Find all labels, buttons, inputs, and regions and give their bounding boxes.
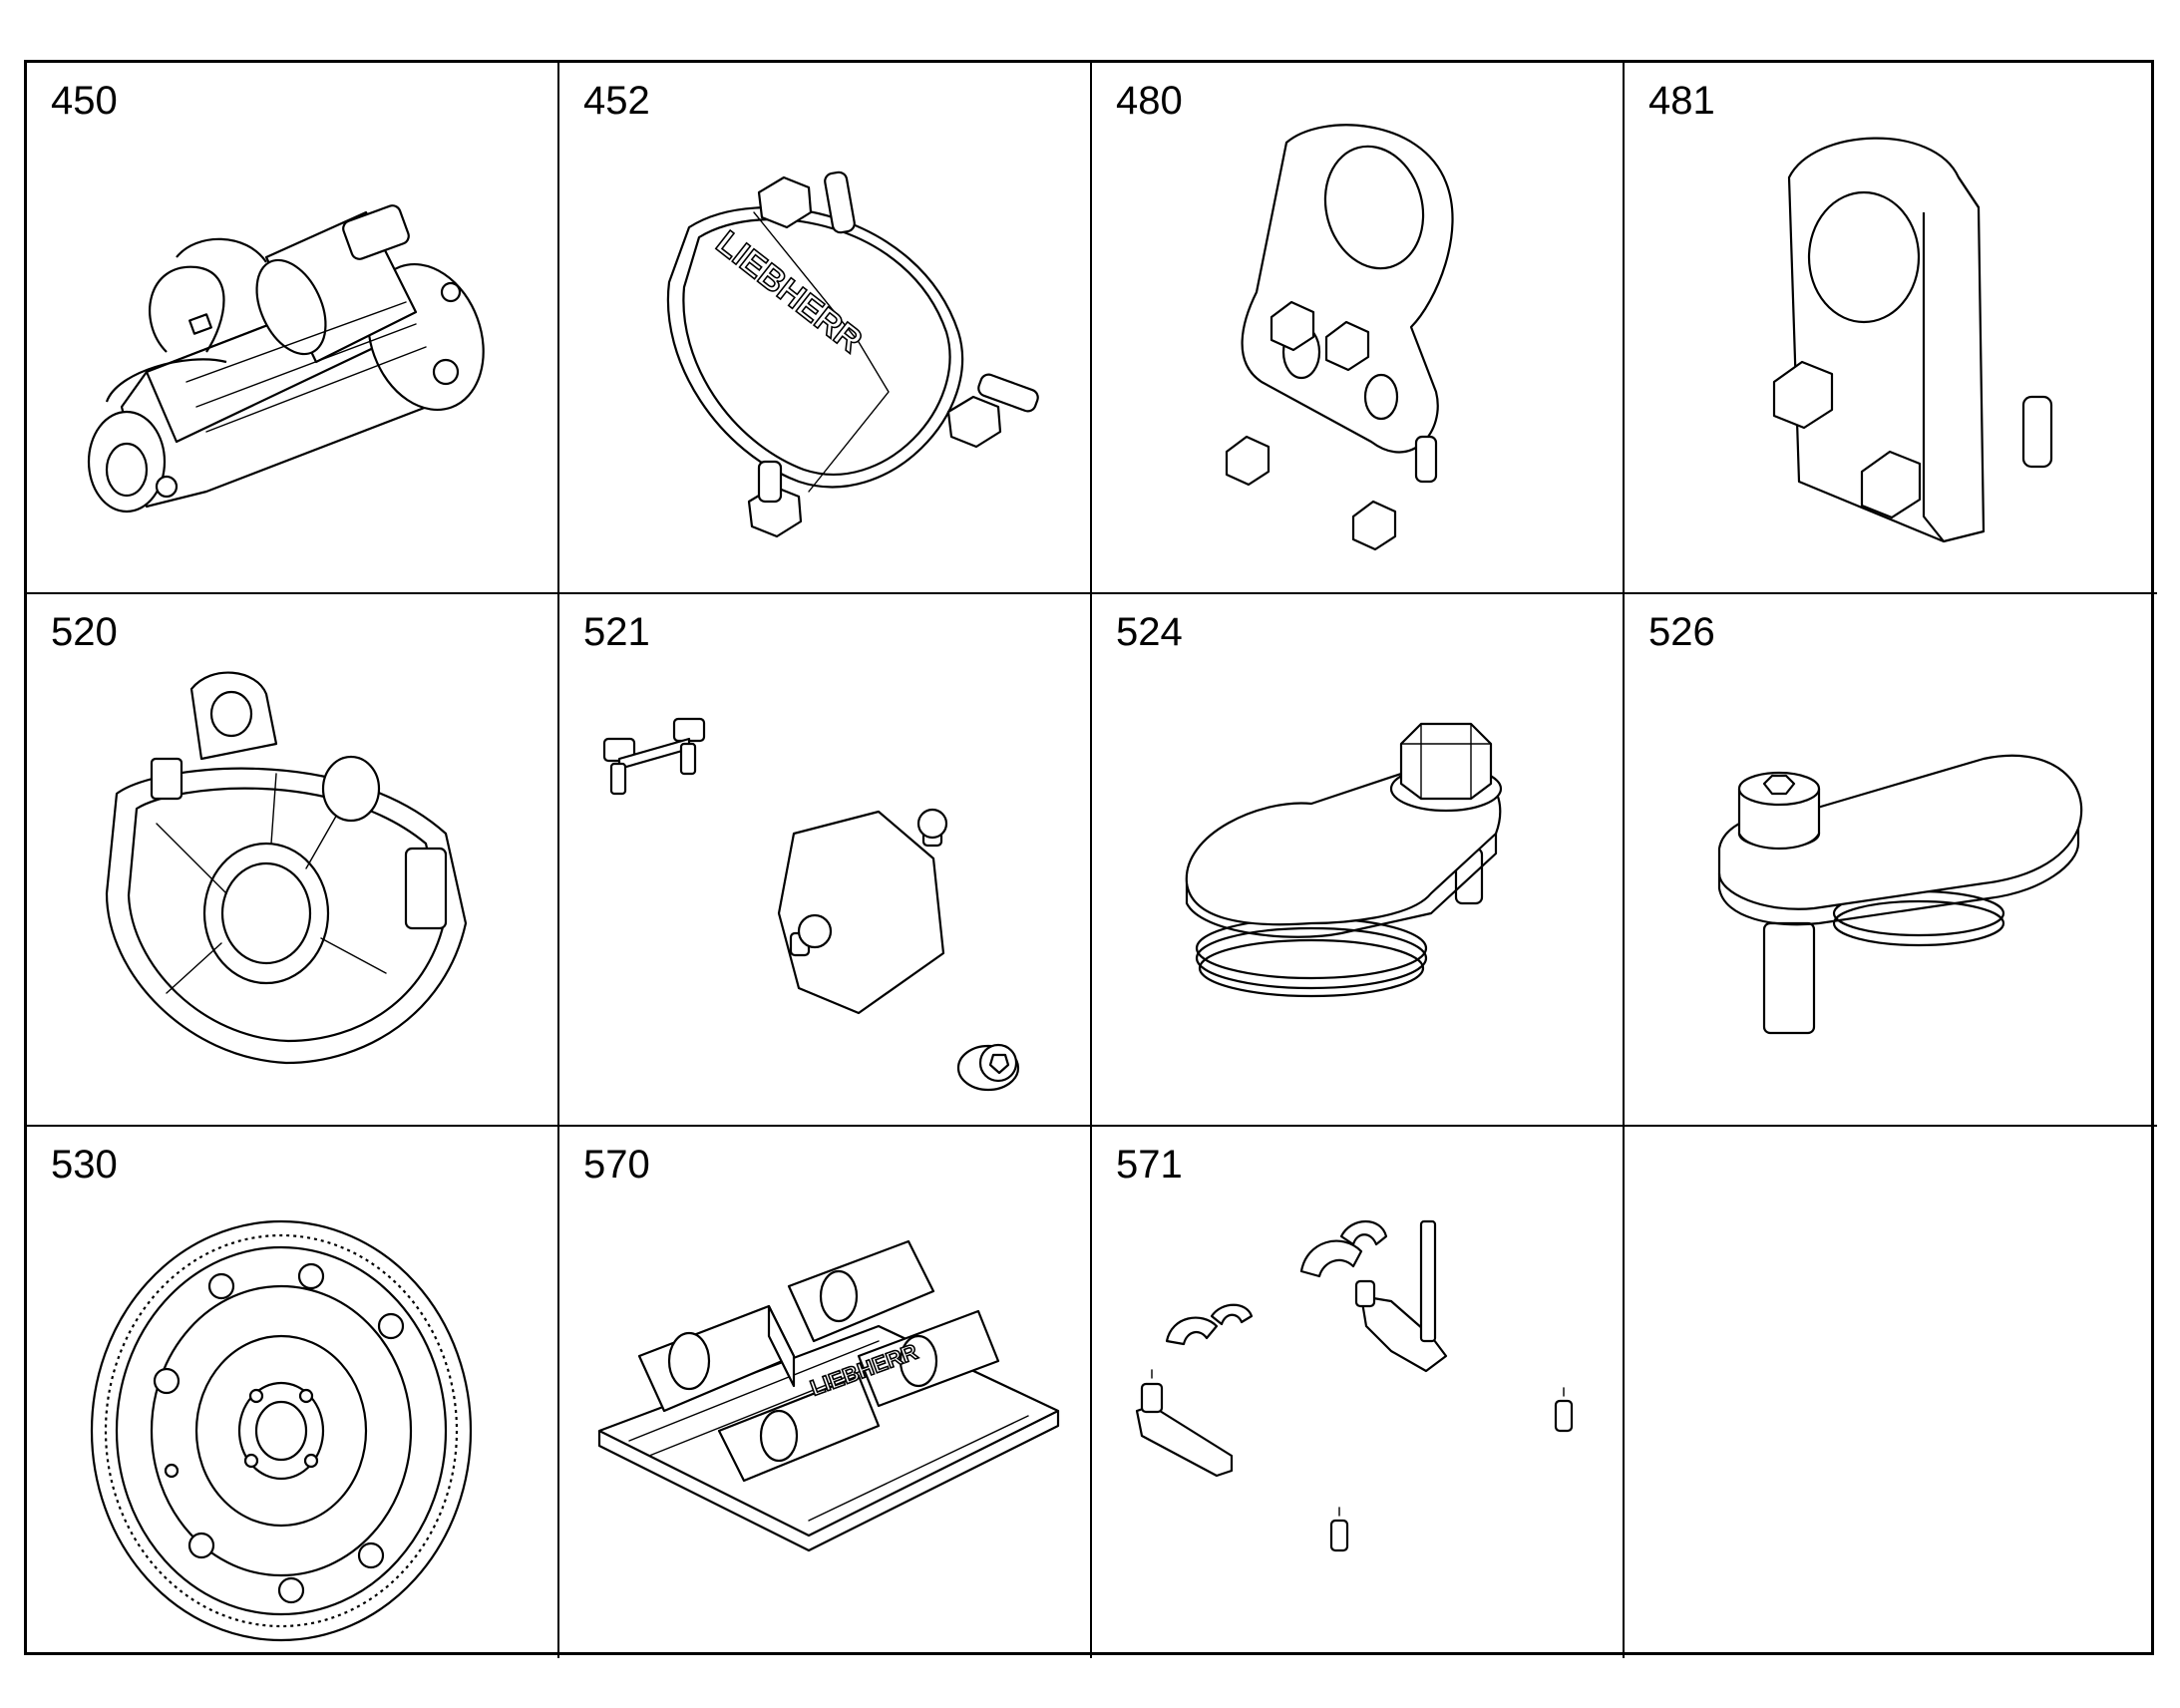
cell-521[interactable]: 521	[559, 594, 1092, 1127]
item-number: 530	[51, 1142, 118, 1187]
item-number: 570	[583, 1142, 650, 1187]
cell-570[interactable]: 570 LIEBHERR	[559, 1126, 1092, 1658]
item-number: 524	[1116, 610, 1183, 655]
item-number: 480	[1116, 79, 1183, 123]
cell-571[interactable]: 571	[1092, 1126, 1625, 1658]
parts-grid: 450 452 LIEBHERR	[24, 60, 2157, 1658]
flywheel-drawing	[27, 1127, 559, 1658]
starter-motor-drawing	[27, 63, 559, 594]
bracket-drawing	[1092, 63, 1625, 594]
cover-and-screws-drawing	[559, 594, 1092, 1126]
lever-hex-head-drawing	[1092, 594, 1625, 1126]
cell-450[interactable]: 450	[27, 63, 559, 595]
item-number: 526	[1648, 610, 1715, 655]
valve-block-drawing: LIEBHERR	[559, 1127, 1092, 1658]
cell-480[interactable]: 480	[1092, 63, 1625, 595]
lever-socket-head-drawing	[1625, 594, 2157, 1126]
item-number: 452	[583, 79, 650, 123]
cell-526[interactable]: 526	[1625, 594, 2157, 1127]
item-number: 571	[1116, 1142, 1183, 1187]
flywheel-housing-drawing	[27, 594, 559, 1126]
item-number: 520	[51, 610, 118, 655]
cell-530[interactable]: 530	[27, 1126, 559, 1658]
cell-empty	[1625, 1127, 2157, 1658]
cell-481[interactable]: 481	[1625, 63, 2157, 595]
cover-plate-drawing: LIEBHERR	[559, 63, 1092, 594]
bracket-two-bolts-drawing	[1625, 63, 2157, 594]
item-number: 481	[1648, 79, 1715, 123]
clamps-and-brackets-drawing	[1092, 1127, 1625, 1658]
item-number: 521	[583, 610, 650, 655]
cell-520[interactable]: 520	[27, 594, 559, 1127]
item-number: 450	[51, 79, 118, 123]
cell-452[interactable]: 452 LIEBHERR	[559, 63, 1092, 595]
cell-524[interactable]: 524	[1092, 594, 1625, 1127]
